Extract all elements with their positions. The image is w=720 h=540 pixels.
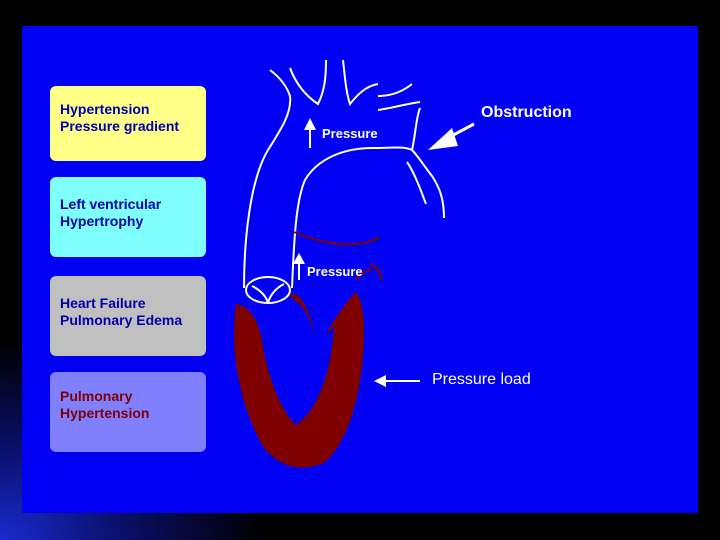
label-pressure-ventricle: Pressure — [307, 264, 363, 279]
arrow-obstruction — [428, 122, 475, 150]
box-lv-hypertrophy-line2: Hypertrophy — [60, 213, 144, 229]
label-pressure-aorta: Pressure — [322, 126, 378, 141]
left-ventricle-wall — [234, 292, 365, 468]
box-heart-failure-line2: Pulmonary Edema — [60, 312, 183, 328]
label-obstruction: Obstruction — [481, 104, 572, 121]
label-pressure-load: Pressure load — [432, 371, 531, 388]
box-pulmonary-hypertension: Pulmonary Hypertension — [50, 372, 206, 452]
aortic-valve — [245, 276, 291, 304]
aortic-root-line — [293, 231, 381, 246]
box-hypertension: Hypertension Pressure gradient — [50, 86, 206, 161]
box-hypertension-line2: Pressure gradient — [60, 118, 180, 134]
arrow-up-pressure-mid — [293, 253, 305, 280]
aorta-outline — [243, 59, 445, 289]
box-pulmonary-hypertension-line2: Hypertension — [60, 405, 150, 421]
septum-flap — [287, 294, 315, 336]
arrow-pressure-load — [374, 375, 420, 387]
box-pulmonary-hypertension-line1: Pulmonary — [60, 388, 133, 404]
atrium-line — [355, 263, 383, 281]
box-lv-hypertrophy-line1: Left ventricular — [60, 196, 162, 212]
mitral-flap — [326, 292, 358, 336]
box-hypertension-line1: Hypertension — [60, 101, 150, 117]
box-heart-failure-line1: Heart Failure — [60, 295, 146, 311]
box-heart-failure: Heart Failure Pulmonary Edema — [50, 276, 206, 356]
arrow-up-pressure-top — [304, 118, 316, 148]
box-lv-hypertrophy: Left ventricular Hypertrophy — [50, 177, 206, 257]
